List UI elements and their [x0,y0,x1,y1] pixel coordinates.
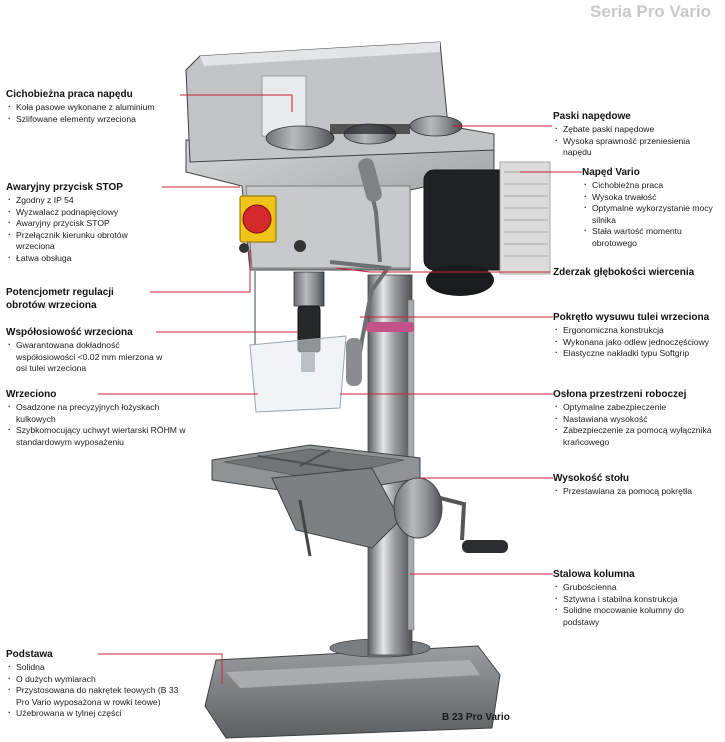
pulley-left [265,125,335,151]
callout-item: Wyzwalacz podnapięciowy [6,206,166,219]
callout-spindle: Wrzeciono Osadzone na precyzyjnych łożys… [6,388,186,448]
callout-item: Nastawiana wysokość [553,413,721,426]
callout-item: Zabezpieczenie za pomocą wyłącznika krań… [553,424,721,448]
callout-title: Wysokość stołu [553,473,629,484]
callout-item: Użebrowana w tylnej części [6,707,181,720]
callout-item: Awaryjny przycisk STOP [6,217,166,230]
model-label: B 23 Pro Vario [442,712,510,723]
callout-item: Szybkomocujący uchwyt wiertarski RÖHM w … [6,424,186,448]
callout-item: Sztywna i stabilna konstrukcja [553,593,693,606]
callout-title: Wrzeciono [6,389,57,400]
depth-stop-ring [366,322,414,332]
callout-title: Potencjometr regulacji obrotów wrzeciona [6,287,114,311]
callout-title: Współosiowość wrzeciona [6,327,133,338]
callout-leaders [98,94,582,684]
callout-item: Przystosowana do nakrętek teowych (B 33 … [6,684,181,708]
callout-title: Awaryjny przycisk STOP [6,182,123,193]
callout-potentiometer: Potencjometr regulacji obrotów wrzeciona [6,286,156,312]
callout-item: Grubościenna [553,581,693,594]
callout-item: Gwarantowana dokładność współosiowości <… [6,339,166,375]
callout-item: Osadzone na precyzyjnych łożyskach kulko… [6,401,186,425]
drive-belt [330,124,410,134]
callout-spindle-concentricity: Współosiowość wrzeciona Gwarantowana dok… [6,326,166,375]
callout-title: Podstawa [6,649,53,660]
callout-item: Ergonomiczna konstrukcja [553,324,721,337]
callout-work-guard: Osłona przestrzeni roboczej Optymalne za… [553,388,721,448]
speed-potentiometer [294,240,306,252]
callout-item: Szlifowane elementy wrzeciona [6,113,186,126]
callout-steel-column: Stalowa kolumna Grubościenna Sztywna i s… [553,568,693,628]
callout-title: Zderzak głębokości wiercenia [553,267,695,278]
callout-item: Wysoka sprawność przeniesienia napędu [553,135,721,159]
series-title: Seria Pro Vario [590,2,711,21]
callout-item: Solidna [6,661,181,674]
emergency-stop-button [242,204,272,234]
callout-item: Koła pasowe wykonane z aluminium [6,101,186,114]
callout-quiet-drive: Cichobieżna praca napędu Koła pasowe wyk… [6,88,186,125]
callout-title: Stalowa kolumna [553,569,635,580]
callout-item: Wysoka trwałość [582,191,720,204]
callout-title: Osłona przestrzeni roboczej [553,389,687,400]
callout-item: Solidne mocowanie kolumny do podstawy [553,604,693,628]
callout-item: Optymalne wykorzystanie mocy silnika [582,202,720,226]
callout-title: Pokrętło wysuwu tulei wrzeciona [553,312,710,323]
callout-item: Zębate paski napędowe [553,123,721,136]
callout-item: Przestawiana za pomocą pokrętła [553,485,703,498]
callout-vario-drive: Napęd Vario Cichobieżna praca Wysoka trw… [582,166,720,250]
callout-emergency-stop: Awaryjny przycisk STOP Zgodny z IP 54 Wy… [6,181,166,265]
callout-item: Przełącznik kierunku obrotów wrzeciona [6,229,166,253]
callout-drive-belts: Paski napędowe Zębate paski napędowe Wys… [553,110,721,159]
callout-title: Napęd Vario [582,167,640,178]
callout-title: Cichobieżna praca napędu [6,89,133,100]
callout-item: Optymalne zabezpieczenie [553,401,721,414]
chuck-guard [249,335,347,413]
callout-title: Paski napędowe [553,111,631,122]
callout-item: Wykonana jako odlew jednoczęściowy [553,336,721,349]
callout-item: Stała wartość momentu obrotowego [582,225,720,249]
base-plate [204,645,501,739]
callout-feed-handle: Pokrętło wysuwu tulei wrzeciona Ergonomi… [553,311,721,360]
callout-item: Zgodny z IP 54 [6,194,166,207]
callout-table-height: Wysokość stołu Przestawiana za pomocą po… [553,472,703,498]
spindle [293,271,325,307]
callout-base: Podstawa Solidna O dużych wymiarach Przy… [6,648,181,720]
callout-item: O dużych wymiarach [6,673,181,686]
callout-item: Cichobieżna praca [582,179,720,192]
callout-depth-stop: Zderzak głębokości wiercenia [553,266,721,279]
callout-item: Łatwa obsługa [6,252,166,265]
callout-item: Elastyczne nakładki typu Softgrip [553,347,721,360]
